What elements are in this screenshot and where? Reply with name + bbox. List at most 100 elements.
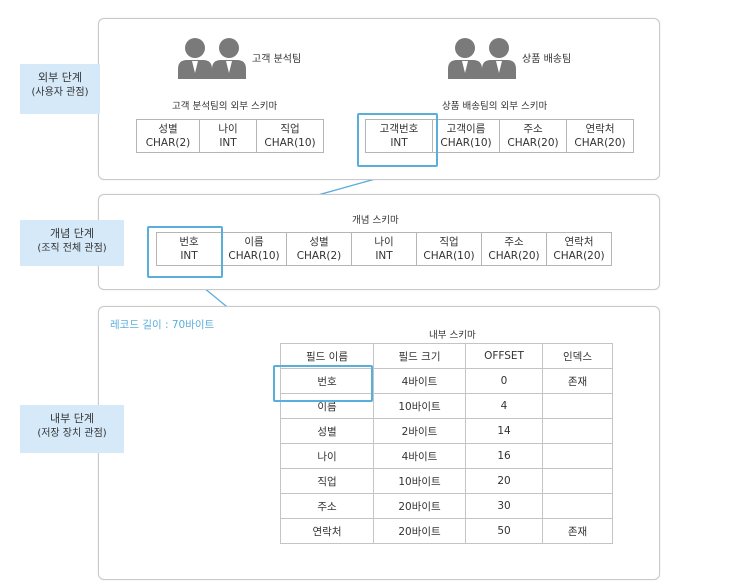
table-header-row: 필드 이름 필드 크기 OFFSET 인덱스 (280, 343, 613, 369)
field-type: CHAR(20) (553, 250, 605, 262)
internal-level-title: 내부 단계 (50, 412, 94, 425)
schema-field: 성별 CHAR(2) (286, 232, 352, 266)
field-type: CHAR(10) (423, 250, 475, 262)
field-type: CHAR(2) (296, 250, 342, 262)
internal-level-sub: (저장 장치 관점) (37, 428, 107, 439)
field-name: 성별 (158, 123, 178, 135)
user-group-icon (178, 38, 246, 79)
table-cell: 이름 (280, 393, 374, 419)
conceptual-level-label: 개념 단계 (조직 전체 관점) (20, 220, 124, 266)
schema-field: 연락처 CHAR(20) (566, 119, 634, 153)
table-cell: 존재 (542, 368, 613, 394)
field-name: 고객번호 (379, 123, 419, 135)
table-cell: 0 (465, 368, 543, 394)
record-length: 레코드 길이 : 70바이트 (110, 319, 215, 331)
conceptual-level-sub: (조직 전체 관점) (37, 243, 107, 254)
field-name: 나이 (374, 236, 394, 248)
table-cell: 10바이트 (373, 468, 466, 494)
internal-schema-title: 내부 스키마 (429, 330, 476, 341)
table-cell (542, 468, 613, 494)
field-type: INT (180, 250, 198, 262)
table-cell: 20바이트 (373, 518, 466, 544)
table-cell: 20바이트 (373, 493, 466, 519)
field-type: INT (219, 137, 237, 149)
team2-schema-title: 상품 배송팀의 외부 스키마 (442, 101, 548, 112)
field-name: 성별 (309, 236, 329, 248)
table-cell (542, 443, 613, 469)
schema-field: 직업 CHAR(10) (416, 232, 482, 266)
schema-field: 번호 INT (156, 232, 222, 266)
field-type: CHAR(20) (488, 250, 540, 262)
field-name: 주소 (504, 236, 524, 248)
field-name: 번호 (179, 236, 199, 248)
table-cell: 50 (465, 518, 543, 544)
schema-field: 주소 CHAR(20) (499, 119, 567, 153)
field-type: CHAR(20) (507, 137, 559, 149)
field-name: 나이 (218, 123, 238, 135)
field-type: CHAR(10) (440, 137, 492, 149)
field-type: CHAR(20) (574, 137, 626, 149)
field-name: 연락처 (585, 123, 615, 135)
column-header: OFFSET (465, 343, 543, 369)
field-name: 직업 (280, 123, 300, 135)
table-cell: 4 (465, 393, 543, 419)
table-row: 이름 10바이트 4 (280, 393, 613, 419)
team1-name: 고객 분석팀 (252, 54, 302, 65)
schema-field: 성별 CHAR(2) (136, 119, 200, 153)
field-type: CHAR(10) (264, 137, 316, 149)
field-type: CHAR(2) (145, 137, 191, 149)
table-cell (542, 493, 613, 519)
schema-field: 주소 CHAR(20) (481, 232, 547, 266)
internal-level-label: 내부 단계 (저장 장치 관점) (20, 405, 124, 453)
field-name: 주소 (523, 123, 543, 135)
table-row: 번호 4바이트 0 존재 (280, 368, 613, 394)
table-cell: 20 (465, 468, 543, 494)
table-row: 나이 4바이트 16 (280, 443, 613, 469)
field-type: INT (375, 250, 393, 262)
external-level-title: 외부 단계 (38, 71, 82, 84)
table-cell (542, 418, 613, 444)
table-row: 성별 2바이트 14 (280, 418, 613, 444)
highlight-number-field (147, 226, 223, 278)
conceptual-level-title: 개념 단계 (50, 227, 94, 240)
table-cell: 4바이트 (373, 368, 466, 394)
schema-field: 고객이름 CHAR(10) (432, 119, 500, 153)
field-name: 이름 (244, 236, 264, 248)
table-cell (542, 393, 613, 419)
table-cell: 10바이트 (373, 393, 466, 419)
table-cell: 14 (465, 418, 543, 444)
table-cell: 존재 (542, 518, 613, 544)
team1-external-schema: 성별 CHAR(2) 나이 INT 직업 CHAR(10) (136, 119, 324, 153)
internal-schema-table: 필드 이름 필드 크기 OFFSET 인덱스 번호 4바이트 0 존재 이름 1… (280, 343, 613, 544)
schema-field: 직업 CHAR(10) (256, 119, 324, 153)
table-cell: 30 (465, 493, 543, 519)
field-name: 직업 (439, 236, 459, 248)
external-level-label: 외부 단계 (사용자 관점) (20, 64, 100, 114)
column-header: 필드 크기 (373, 343, 466, 369)
highlight-customer-number (357, 113, 438, 167)
column-header: 인덱스 (542, 343, 613, 369)
table-cell: 주소 (280, 493, 374, 519)
table-cell: 16 (465, 443, 543, 469)
field-name: 고객이름 (446, 123, 486, 135)
team2-name: 상품 배송팀 (522, 54, 572, 65)
user-group-icon (448, 38, 516, 79)
table-cell: 나이 (280, 443, 374, 469)
highlight-number-row (273, 365, 373, 402)
schema-field: 연락처 CHAR(20) (546, 232, 612, 266)
conceptual-schema-title: 개념 스키마 (352, 215, 399, 226)
table-cell: 연락처 (280, 518, 374, 544)
table-row: 주소 20바이트 30 (280, 493, 613, 519)
team1-schema-title: 고객 분석팀의 외부 스키마 (172, 101, 278, 112)
table-row: 직업 10바이트 20 (280, 468, 613, 494)
table-cell: 4바이트 (373, 443, 466, 469)
table-cell: 직업 (280, 468, 374, 494)
table-cell: 성별 (280, 418, 374, 444)
table-cell: 2바이트 (373, 418, 466, 444)
external-level-sub: (사용자 관점) (31, 87, 89, 98)
schema-field: 나이 INT (199, 119, 257, 153)
field-name: 연락처 (564, 236, 594, 248)
